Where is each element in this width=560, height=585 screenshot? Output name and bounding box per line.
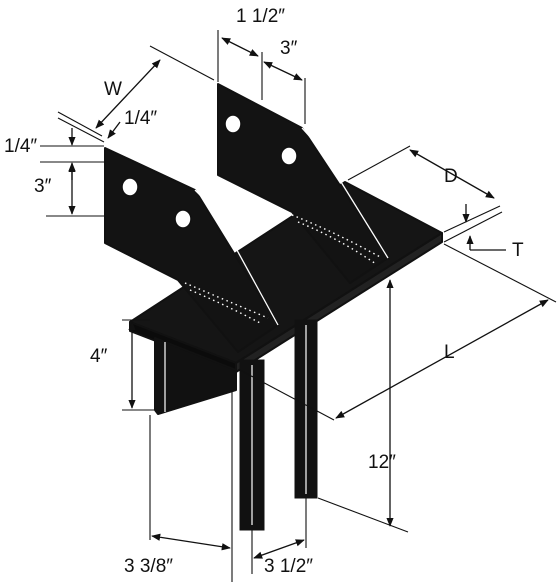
dim-line-3-1-2 [253, 539, 305, 559]
right-plate-hole-upper [224, 114, 242, 134]
dim-line-3-3-8 [151, 533, 231, 551]
dim-line-l [335, 299, 549, 419]
left-plate-hole-upper [121, 177, 139, 197]
dim-line-1half [221, 37, 259, 57]
label-three-top: 3″ [280, 38, 298, 59]
ext-quarter-a [57, 117, 105, 143]
label-twelve: 12″ [368, 452, 396, 473]
dim-line-quarter-right [107, 121, 121, 139]
left-gusset-edge [214, 209, 279, 326]
label-t: T [512, 240, 524, 261]
right-gusset-bevel [301, 127, 321, 149]
left-plate-hole-lower [174, 209, 192, 229]
label-d: D [444, 166, 458, 187]
label-l: L [444, 342, 455, 363]
label-three-three-eighths: 3 3/8″ [124, 556, 173, 577]
label-quarter-left: 1/4″ [4, 136, 37, 157]
ext-twelve-bottom [317, 497, 409, 533]
weld-bead-left-2 [189, 289, 263, 325]
label-w: W [104, 79, 122, 100]
left-gusset-bevel [194, 189, 216, 211]
ext-d-right [443, 205, 501, 233]
label-quarter-right: 1/4″ [124, 108, 157, 129]
ext-l-bottom [239, 369, 335, 421]
label-three-one-half: 3 1/2″ [264, 556, 313, 577]
label-one-half: 1 1/2″ [236, 6, 285, 27]
ext-l-top [443, 243, 557, 303]
ext-t [443, 211, 503, 243]
dim-line-w [95, 59, 161, 129]
ext-w-bottom [57, 111, 103, 137]
label-four: 4″ [90, 346, 108, 367]
right-plate-hole-lower [280, 146, 298, 166]
weld-bead-left [184, 282, 269, 319]
right-gusset-edge [319, 147, 389, 259]
bottom-vertical-plate [154, 337, 237, 415]
ext-w-top [149, 45, 215, 81]
dim-line-3top [263, 61, 303, 81]
dim-line-d [409, 149, 495, 199]
ext-d-left [347, 145, 411, 181]
label-three-left: 3″ [34, 176, 52, 197]
